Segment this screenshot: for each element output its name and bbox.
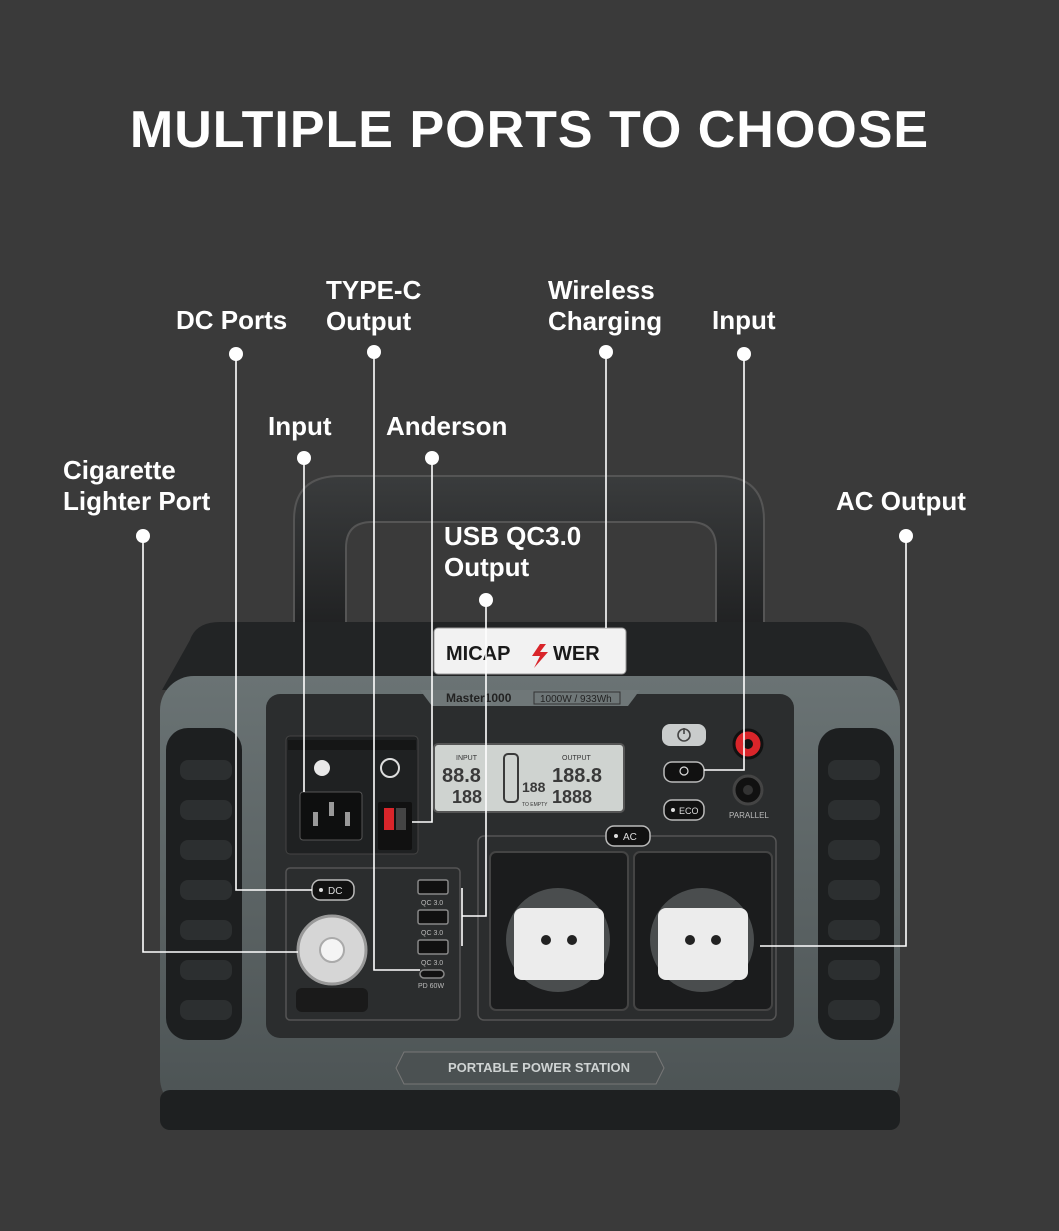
reset-icon (380, 758, 400, 778)
ac-section: AC (477, 825, 777, 1021)
eco-button[interactable]: ECO (663, 799, 705, 821)
brand-plate: MICAP WER (433, 627, 627, 675)
lcd-output-bottom: 1888 (552, 787, 592, 807)
callout-input-left: Input (268, 411, 332, 441)
lcd-percent: 188 (522, 779, 546, 795)
carry-handle (293, 475, 765, 641)
callout-dots (136, 345, 913, 607)
callout-anderson: Anderson (386, 411, 508, 441)
line-anderson (412, 458, 433, 823)
power-button[interactable] (662, 724, 706, 746)
usb-label-1: QC 3.0 (421, 900, 443, 907)
base (160, 1090, 900, 1130)
socket-cover (296, 988, 368, 1012)
callout-type-c-output: TYPE-C Output (326, 275, 422, 336)
callout-wireless-charging: Wireless Charging (548, 275, 663, 336)
lcd-input-top: 88.8 (442, 765, 481, 787)
lcd-input-bottom: 188 (452, 787, 482, 807)
callout-cigarette-lighter-port: Cigarette Lighter Port (63, 455, 211, 516)
line-input-right (704, 354, 745, 771)
callout-lines (142, 352, 907, 971)
footer-text: PORTABLE POWER STATION (448, 1060, 630, 1075)
lcd-output-top: 188.8 (552, 765, 602, 787)
lcd-to-empty: TO EMPTY (522, 802, 548, 808)
dc-label: DC (328, 886, 342, 897)
model-spec: 1000W / 933Wh (540, 694, 612, 705)
brand-text-left: MICAP (446, 643, 510, 665)
eco-label: ECO (679, 806, 699, 816)
usb-port-1[interactable] (417, 879, 449, 895)
usb-port-3[interactable] (417, 939, 449, 955)
left-grip (166, 728, 242, 1040)
lcd-input-label: INPUT (456, 755, 478, 762)
fuse-icon (314, 760, 330, 776)
lightbulb-icon (679, 766, 689, 776)
type-c-port[interactable] (419, 969, 445, 979)
lcd-display: INPUT 88.8 188 188 TO EMPTY OUTPUT 188.8… (433, 743, 625, 813)
line-type-c (373, 352, 420, 971)
anderson-port[interactable] (378, 802, 412, 850)
battery-icon (503, 753, 519, 803)
lcd-output-label: OUTPUT (562, 755, 592, 762)
callout-dc-ports: DC Ports (176, 305, 288, 335)
ac-button[interactable] (605, 825, 651, 847)
footer-strip: PORTABLE POWER STATION (395, 1051, 665, 1085)
usb-ports: QC 3.0 QC 3.0 QC 3.0 PD 60W (417, 879, 449, 990)
parallel-ports[interactable]: PARALLEL (729, 728, 769, 820)
line-ac-output (760, 536, 907, 947)
callout-ac-output: AC Output (836, 486, 966, 516)
ac-label: AC (623, 832, 637, 843)
dc-section: DC (285, 867, 461, 1021)
headline: MULTIPLE PORTS TO CHOOSE (129, 101, 930, 159)
callout-input-right: Input (712, 305, 776, 335)
light-button[interactable] (663, 761, 705, 783)
type-c-label: PD 60W (418, 983, 444, 990)
line-usb (462, 600, 487, 917)
usb-label-3: QC 3.0 (421, 960, 443, 967)
usb-label-2: QC 3.0 (421, 930, 443, 937)
right-grip (818, 728, 894, 1040)
callout-usb-qc-output: USB QC3.0 Output (444, 521, 582, 582)
lightning-logo-icon (532, 644, 548, 668)
model-name: Master1000 (446, 691, 512, 705)
model-strip: Master1000 1000W / 933Wh (420, 690, 640, 706)
line-cigarette (142, 536, 298, 953)
line-dc-ports (235, 354, 312, 891)
parallel-label: PARALLEL (729, 811, 769, 820)
usb-port-2[interactable] (417, 909, 449, 925)
brand-text-right: WER (553, 643, 600, 665)
